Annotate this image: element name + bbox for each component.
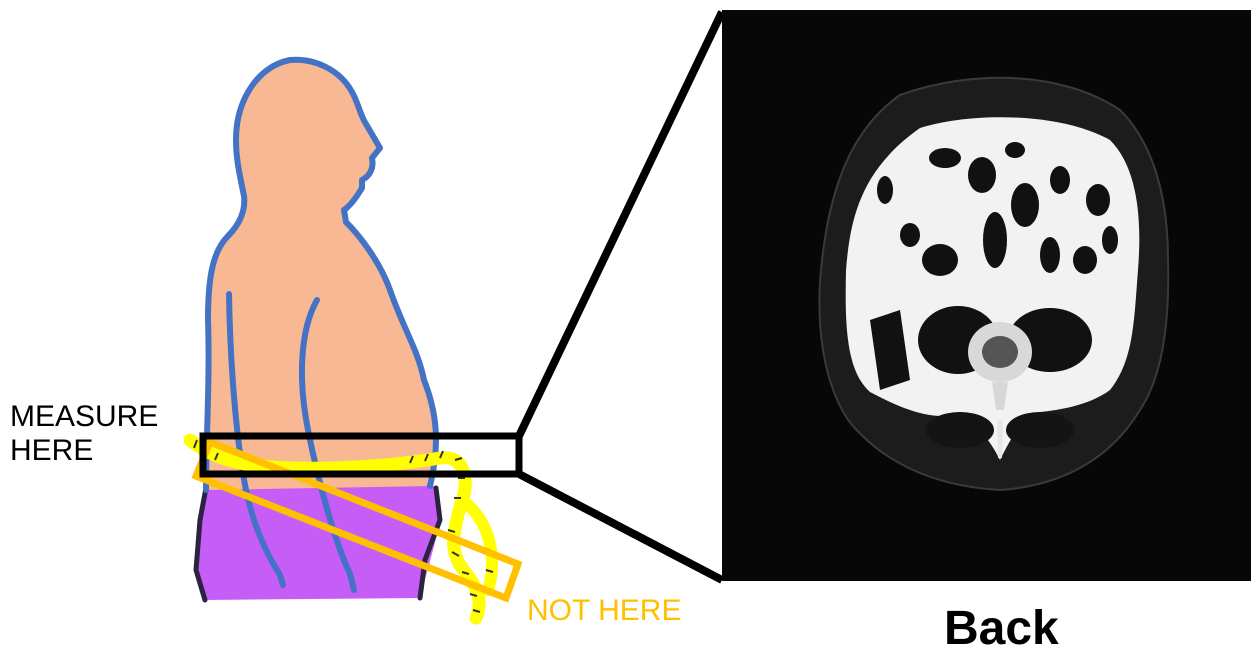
pants: [195, 486, 441, 600]
body-silhouette: [206, 60, 436, 490]
measure-here-line1: MEASURE: [10, 400, 158, 434]
ct-scan-image: [722, 10, 1251, 581]
back-label: Back: [944, 602, 1059, 656]
measure-here-line2: HERE: [10, 434, 158, 468]
not-here-label: NOT HERE: [527, 594, 681, 628]
zoom-line-bottom: [519, 474, 722, 580]
zoom-line-top: [519, 12, 722, 436]
measure-here-label: MEASURE HERE: [10, 400, 158, 468]
